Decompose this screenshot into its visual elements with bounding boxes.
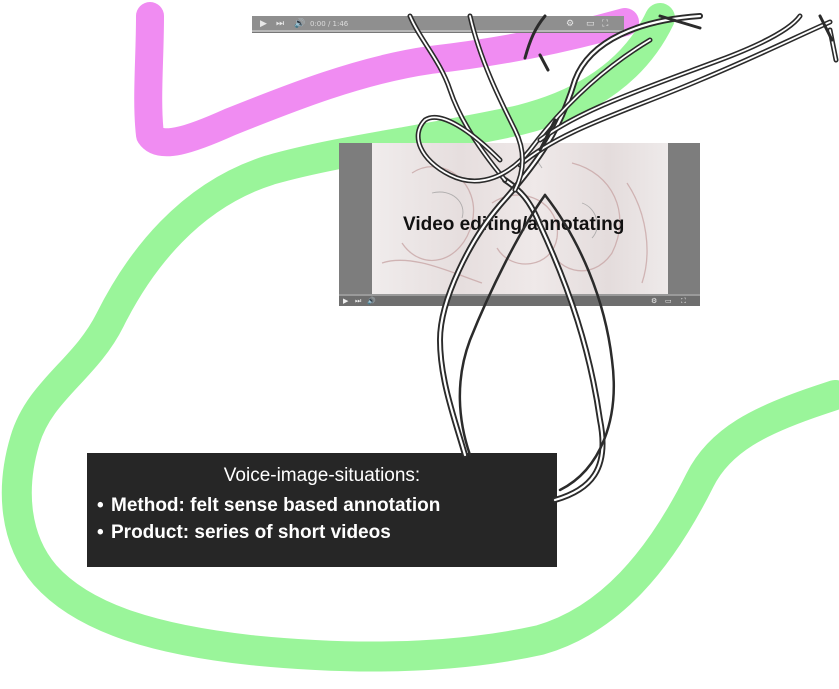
volume-icon[interactable]: 🔊 (294, 17, 305, 31)
box-heading: Voice-image-situations: (87, 465, 557, 487)
miniplayer-icon[interactable]: ▭ (586, 17, 595, 31)
middle-video-player[interactable]: Video editing/annotating ▶ ⏭ 🔊 ⚙ ▭ ⛶ (339, 143, 700, 306)
play-icon[interactable]: ▶ (260, 17, 267, 31)
progress-bar[interactable] (339, 294, 700, 296)
video-controls-bar: ▶ ⏭ 🔊 ⚙ ▭ ⛶ (339, 294, 700, 306)
miniplayer-icon[interactable]: ▭ (665, 296, 672, 306)
video-time: 0:00 / 1:46 (310, 17, 348, 31)
bullet-list: •Method: felt sense based annotation •Pr… (97, 492, 440, 546)
voice-image-situations-box[interactable]: Voice-image-situations: •Method: felt se… (87, 453, 557, 567)
bullet-icon: • (97, 492, 111, 519)
video-caption: Video editing/annotating (403, 214, 624, 236)
bullet-icon: • (97, 519, 111, 546)
list-item: •Product: series of short videos (97, 519, 440, 546)
letterbox-right (668, 143, 700, 306)
list-item: •Method: felt sense based annotation (97, 492, 440, 519)
fullscreen-icon[interactable]: ⛶ (602, 17, 608, 31)
gear-icon[interactable]: ⚙ (651, 296, 657, 306)
volume-icon[interactable]: 🔊 (367, 296, 376, 306)
skip-next-icon[interactable]: ⏭ (355, 296, 361, 306)
fullscreen-icon[interactable]: ⛶ (681, 296, 686, 306)
list-item-text: Method: felt sense based annotation (111, 495, 440, 516)
gear-icon[interactable]: ⚙ (566, 17, 574, 31)
skip-next-icon[interactable]: ⏭ (276, 17, 284, 31)
letterbox-left (339, 143, 372, 306)
play-icon[interactable]: ▶ (343, 296, 348, 306)
top-video-player[interactable]: ▶ ⏭ 🔊 0:00 / 1:46 ⚙ ▭ ⛶ (252, 16, 624, 33)
progress-bar[interactable] (252, 30, 624, 32)
list-item-text: Product: series of short videos (111, 522, 391, 543)
